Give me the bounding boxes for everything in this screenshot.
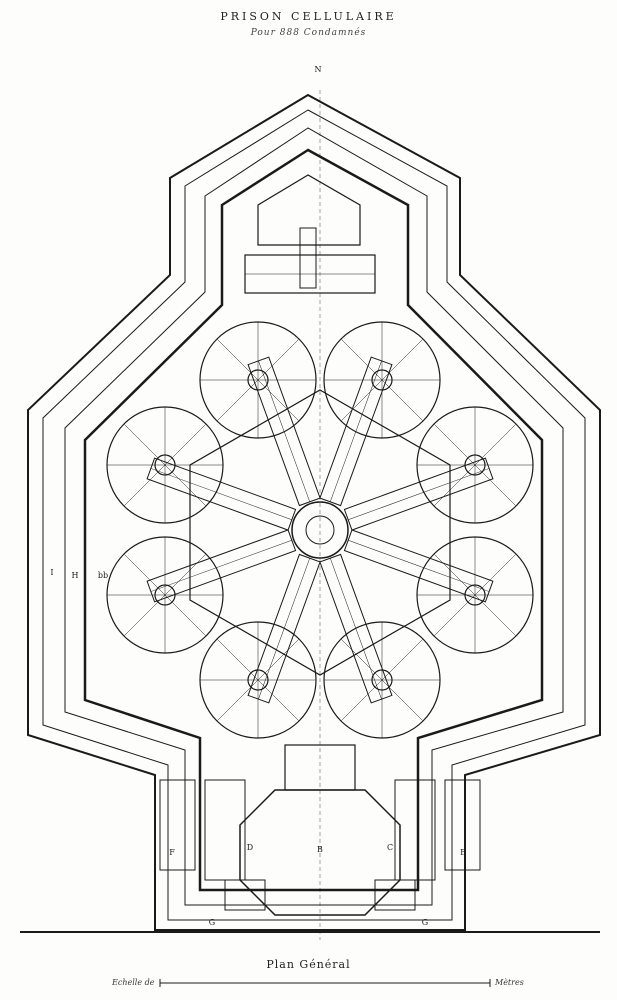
label-wing-left: F bbox=[169, 848, 175, 857]
label-admin-center: B bbox=[317, 845, 323, 854]
outer-wall bbox=[27, 93, 601, 931]
label-admin-left: D bbox=[247, 843, 253, 852]
outer-wall-inner bbox=[42, 109, 586, 921]
label-gate-left: G bbox=[209, 918, 215, 927]
central-rotunda bbox=[291, 501, 349, 559]
admin-right-block bbox=[394, 779, 436, 881]
wing-left-block bbox=[159, 779, 196, 871]
label-north: N bbox=[315, 65, 322, 74]
admin-octagon bbox=[239, 789, 401, 916]
label-wing-right: E bbox=[460, 848, 466, 857]
plan-subtitle: Pour 888 Condamnés bbox=[250, 28, 367, 38]
wing-right-block bbox=[444, 779, 481, 871]
chapel-tower bbox=[299, 227, 317, 289]
cell-wings bbox=[146, 356, 494, 704]
plan-title: PRISON CELLULAIRE bbox=[220, 10, 397, 23]
scale-label-left: Echelle de bbox=[112, 978, 155, 987]
label-cours: bb bbox=[98, 571, 108, 580]
scale-label-right: Mètres bbox=[495, 978, 524, 987]
inner-wall bbox=[83, 148, 544, 892]
label-admin-right: C bbox=[387, 843, 393, 852]
label-ronde: H bbox=[72, 571, 79, 580]
chemin-de-ronde bbox=[64, 127, 564, 906]
plan-caption: Plan Général bbox=[266, 958, 351, 971]
label-chemin: I bbox=[50, 568, 53, 577]
chapel-building bbox=[257, 174, 361, 246]
yard-radial-walls bbox=[107, 322, 533, 738]
label-gate-right: G bbox=[422, 918, 428, 927]
admin-left-block bbox=[204, 779, 246, 881]
